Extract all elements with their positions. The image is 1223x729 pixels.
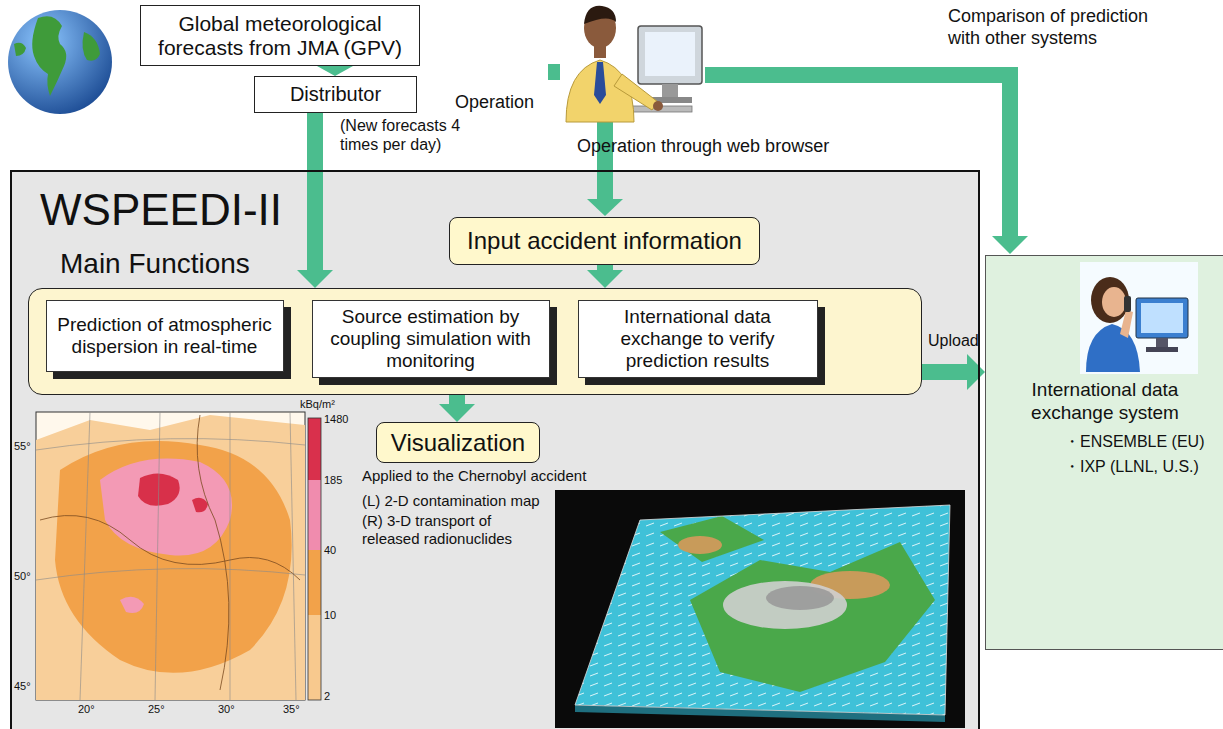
- caption: Operation through web browser: [577, 136, 829, 158]
- function-box: Source estimation by coupling simulation…: [312, 300, 550, 378]
- transport-3d-view: [555, 490, 965, 728]
- longitude-label: 25°: [148, 703, 165, 716]
- functions-group: Main FunctionsPrediction of atmospheric …: [28, 288, 922, 395]
- output-box: Visualization: [376, 422, 540, 463]
- contamination-map: [36, 412, 321, 700]
- latitude-label: 50°: [14, 570, 31, 583]
- external-system: International data exchange system ・ENSEM…: [985, 255, 1223, 650]
- scale-value: 10: [324, 609, 336, 622]
- latitude-label: 45°: [14, 680, 31, 693]
- longitude-label: 30°: [218, 703, 235, 716]
- flow-arrow: [922, 354, 985, 390]
- longitude-label: 35°: [283, 703, 300, 716]
- analyst-figure: [1080, 262, 1198, 374]
- arrow-label: Comparison of prediction with other syst…: [948, 6, 1168, 49]
- caption: (L) 2-D contamination map: [362, 492, 552, 510]
- node-text: WSPEEDI-II: [40, 184, 282, 236]
- globe-icon: [8, 10, 112, 114]
- flow-arrow: [317, 66, 353, 76]
- arrow-label: Operation: [455, 92, 534, 114]
- function-box: International data exchange to verify pr…: [578, 300, 818, 378]
- scale-value: 185: [324, 474, 342, 487]
- panel-ground: [985, 255, 1223, 650]
- caption: Applied to the Chernobyl accident: [362, 467, 586, 485]
- note: (New forecasts 4 times per day): [340, 116, 465, 154]
- input-box: Input accident information: [449, 217, 760, 265]
- longitude-label: 20°: [78, 703, 95, 716]
- node-text: Visualization: [391, 429, 525, 457]
- operator-figure: [560, 0, 705, 122]
- node-text: Main Functions: [60, 247, 250, 281]
- panel-ground: [10, 170, 980, 729]
- function-box: Prediction of atmospheric dispersion in …: [46, 300, 284, 372]
- scale-value: 1480: [324, 413, 348, 426]
- flow-arrow: [297, 113, 333, 288]
- edge-label: Upload: [928, 331, 979, 350]
- latitude-label: 55°: [14, 440, 31, 453]
- node-detail: ・IXP (LLNL, U.S.): [986, 457, 1223, 478]
- source-box: Global meteorological forecasts from JMA…: [140, 5, 420, 66]
- process-box: Distributor: [254, 76, 417, 113]
- unit-label: kBq/m²: [300, 398, 335, 411]
- node-text: International data exchange to verify pr…: [585, 306, 811, 372]
- flow-arrow: [587, 265, 623, 288]
- scale-value: 2: [324, 690, 330, 703]
- node-text: International data exchange system: [986, 378, 1223, 424]
- node-text: Distributor: [290, 83, 381, 106]
- node-text: Global meteorological forecasts from JMA…: [147, 12, 413, 60]
- scale-value: 40: [324, 544, 336, 557]
- node-detail: ・ENSEMBLE (EU): [986, 432, 1223, 453]
- system-panel: WSPEEDI-II Input accident informationMain…: [10, 170, 980, 729]
- node-text: Source estimation by coupling simulation…: [319, 306, 543, 372]
- node-text: Input accident information: [467, 227, 742, 255]
- caption: (R) 3-D transport of released radionucli…: [362, 512, 552, 548]
- node-text: Prediction of atmospheric dispersion in …: [53, 314, 277, 358]
- flow-arrow: [439, 395, 475, 422]
